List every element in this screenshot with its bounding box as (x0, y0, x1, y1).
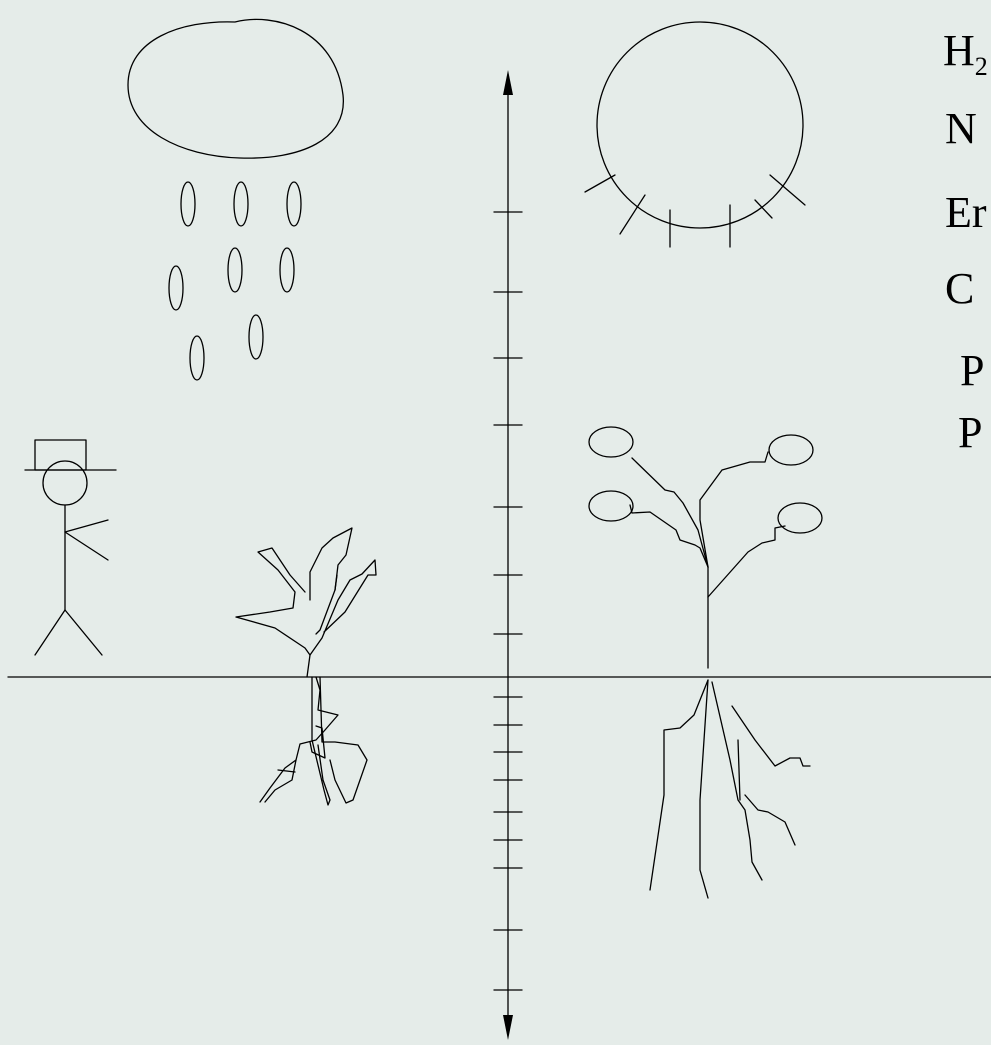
leaf-icon (769, 435, 813, 465)
raindrop-icon (234, 182, 248, 226)
rain-drops (169, 182, 301, 380)
label-line-3: Er (945, 191, 987, 235)
label-line-4: C (945, 267, 974, 311)
cloud-icon (128, 19, 343, 158)
leaf-icon (589, 491, 633, 521)
tree-icon (589, 427, 822, 898)
label-line-5: P (960, 349, 984, 393)
label-h2o: H2 (943, 29, 988, 80)
raindrop-icon (190, 336, 204, 380)
raindrop-icon (228, 248, 242, 292)
sun-icon (585, 22, 805, 247)
raindrop-icon (181, 182, 195, 226)
label-line-2: N (945, 107, 977, 151)
raindrop-icon (169, 266, 183, 310)
raindrop-icon (287, 182, 301, 226)
raindrop-icon (280, 248, 294, 292)
raindrop-icon (249, 315, 263, 359)
vertical-axis (494, 70, 522, 1040)
plant-icon (236, 528, 376, 805)
label-line-6: P (958, 411, 982, 455)
leaf-icon (778, 503, 822, 533)
leaf-icon (589, 427, 633, 457)
person-icon (25, 440, 116, 655)
